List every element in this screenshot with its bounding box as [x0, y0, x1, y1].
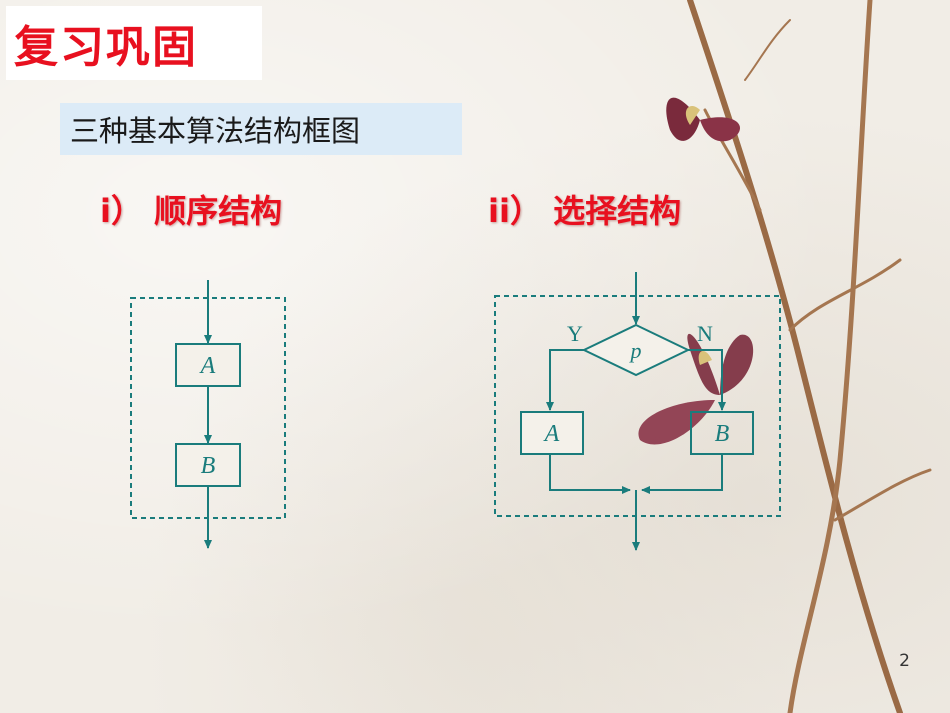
sequence-box-b — [175, 443, 241, 487]
selection-box-a-label: A — [543, 421, 560, 447]
selection-box-a — [520, 411, 584, 455]
sel-arrow-no — [688, 349, 726, 411]
selection-box-b-label: B — [715, 421, 730, 447]
no-label: N — [697, 321, 713, 346]
yes-label: Y — [567, 321, 583, 346]
butterfly-top-decoration — [666, 97, 740, 142]
sequence-flowchart — [130, 280, 286, 549]
condition-diamond — [581, 323, 691, 377]
title-box: 复习巩固 — [6, 6, 262, 80]
selection-flowchart — [494, 272, 781, 551]
sel-arrow-merge-a — [549, 454, 631, 494]
sel-arrow-yes — [546, 349, 584, 411]
sel-arrow-merge-b — [641, 454, 723, 494]
sequence-structure-label: i） 顺序结构 — [100, 192, 283, 230]
sequence-box-a — [175, 343, 241, 387]
subtitle-box: 三种基本算法结构框图 — [60, 103, 462, 155]
slide-subtitle: 三种基本算法结构框图 — [70, 114, 361, 148]
sequence-box-a-label: A — [199, 353, 216, 379]
selection-dashed-frame — [494, 295, 781, 517]
condition-label: p — [629, 338, 642, 363]
slide-title: 复习巩固 — [14, 22, 198, 73]
selection-structure-label: ii） 选择结构 — [488, 192, 682, 230]
sequence-box-b-label: B — [201, 453, 216, 479]
page-number: 2 — [899, 651, 910, 671]
